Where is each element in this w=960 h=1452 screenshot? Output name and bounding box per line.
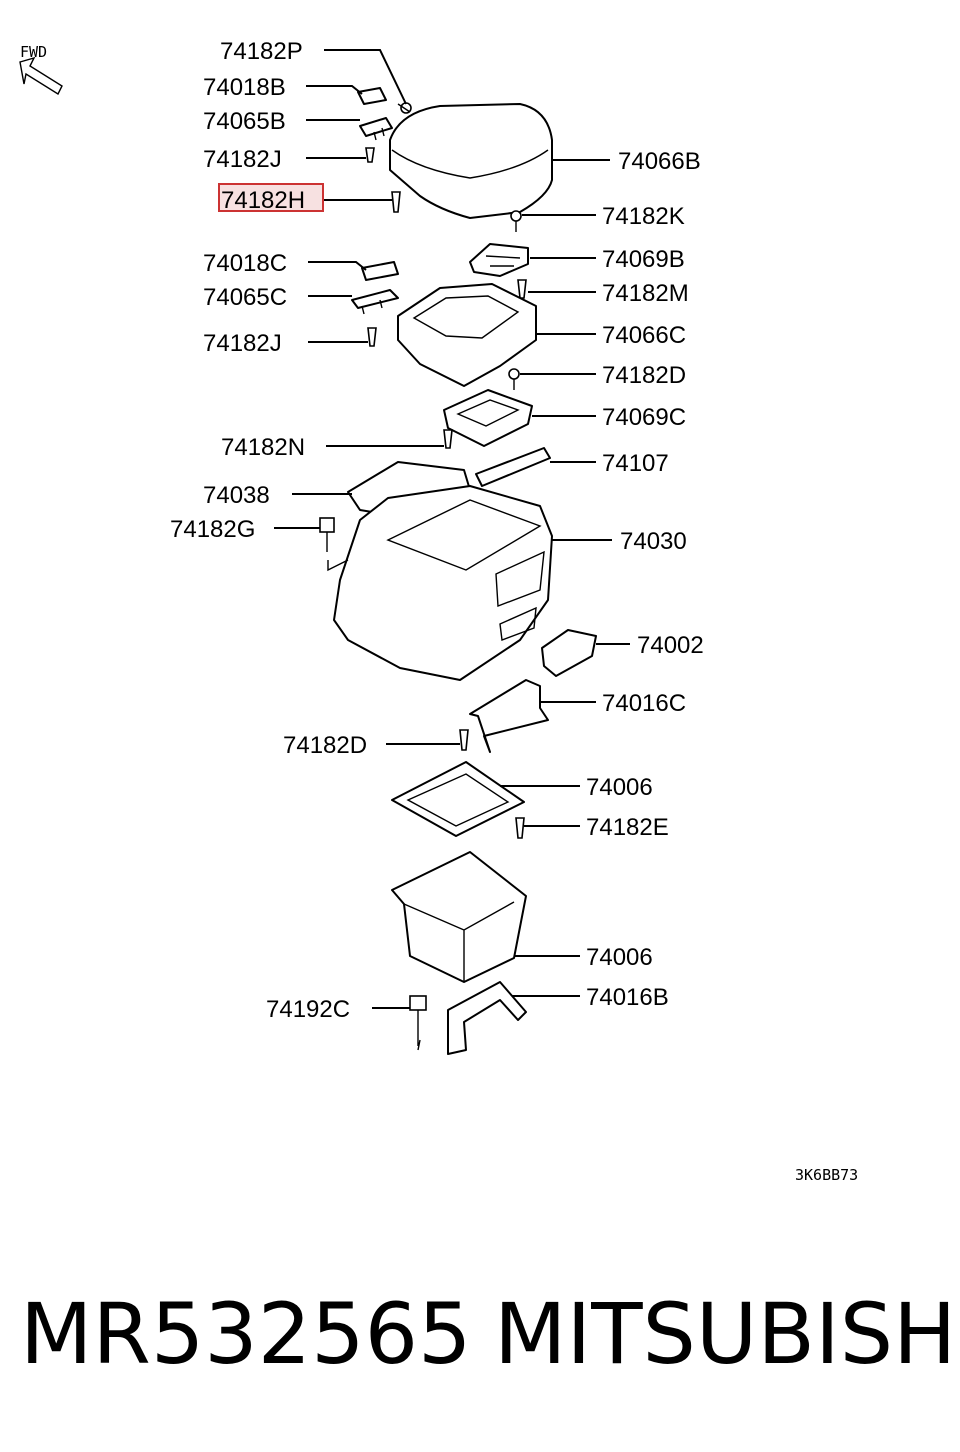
screw-74192C: [409, 995, 427, 1051]
tray-74066C: [397, 283, 537, 387]
label-74018B: 74018B: [203, 74, 286, 101]
part-number: MR532565: [20, 1285, 472, 1383]
label-74182M: 74182M: [602, 280, 689, 307]
screw-74182E: [515, 817, 525, 839]
hinge-74069B: [469, 243, 529, 277]
brand-name: MITSUBISHI: [494, 1285, 960, 1383]
label-74182G: 74182G: [170, 516, 255, 543]
leader-lines: [274, 49, 630, 1009]
hinge-74069C: [443, 389, 533, 447]
clip-74018B: [357, 87, 387, 105]
screw-74182J-top: [365, 147, 375, 163]
highlight-box: [218, 183, 324, 212]
screw-74182G: [319, 517, 349, 572]
label-74069C: 74069C: [602, 404, 686, 431]
fwd-arrow-icon: [19, 56, 63, 96]
label-74182D-top: 74182D: [602, 362, 686, 389]
label-74192C: 74192C: [266, 996, 350, 1023]
label-74065C: 74065C: [203, 284, 287, 311]
label-74107: 74107: [602, 450, 669, 477]
screw-74182K: [510, 210, 522, 232]
label-74182J-mid: 74182J: [203, 330, 282, 357]
panel-74002: [541, 629, 597, 677]
label-74182D-low: 74182D: [283, 732, 367, 759]
label-74006-box: 74006: [586, 944, 653, 971]
label-74069B: 74069B: [602, 246, 685, 273]
screw-74182N: [443, 429, 453, 449]
bracket-74016C: [469, 679, 549, 753]
screw-74182H: [391, 191, 401, 213]
label-74006-tray: 74006: [586, 774, 653, 801]
label-74066C: 74066C: [602, 322, 686, 349]
clip-74065C: [351, 289, 399, 315]
fwd-label: FWD: [20, 43, 47, 61]
screw-74182D-top: [508, 368, 520, 390]
screw-74182M: [517, 279, 527, 299]
label-74182E: 74182E: [586, 814, 669, 841]
label-74038: 74038: [203, 482, 270, 509]
screw-74182D-low: [459, 729, 469, 751]
label-74030: 74030: [620, 528, 687, 555]
diagram-code: 3K6BB73: [795, 1166, 858, 1184]
label-74065B: 74065B: [203, 108, 286, 135]
label-74182P: 74182P: [220, 38, 303, 65]
clip-74065B: [359, 117, 393, 141]
label-74002: 74002: [637, 632, 704, 659]
label-74016B: 74016B: [586, 984, 669, 1011]
frame-74006: [391, 761, 525, 837]
label-74182H: 74182H: [221, 187, 305, 214]
label-74182N: 74182N: [221, 434, 305, 461]
screw-74182J-mid: [367, 327, 377, 347]
label-74182K: 74182K: [602, 203, 685, 230]
label-74066B: 74066B: [618, 148, 701, 175]
bracket-74107: [475, 447, 551, 487]
label-74182J-top: 74182J: [203, 146, 282, 173]
label-74018C: 74018C: [203, 250, 287, 277]
label-74016C: 74016C: [602, 690, 686, 717]
console-body-74030: [333, 485, 553, 681]
footer: MR532565 MITSUBISHI: [0, 1285, 960, 1395]
bracket-74016B: [447, 981, 527, 1055]
screw-74182P: [397, 102, 412, 114]
lid-74066B: [389, 103, 553, 219]
box-74006: [391, 851, 527, 983]
clip-74018C: [361, 261, 399, 281]
